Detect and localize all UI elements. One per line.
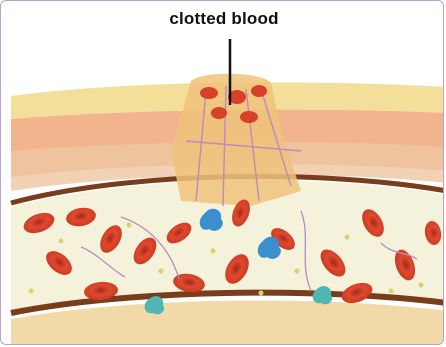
clotted-blood-label: clotted blood	[1, 9, 444, 29]
vessel-outer-layer	[11, 301, 444, 345]
